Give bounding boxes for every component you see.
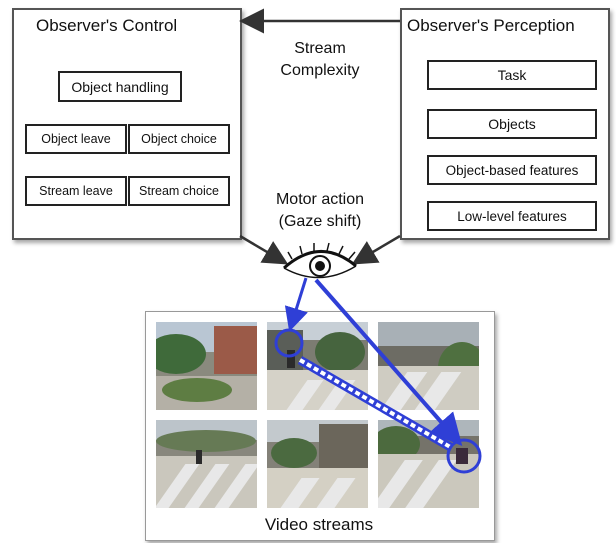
low-level-features-box: Low-level features <box>427 201 597 231</box>
observer-control-title: Observer's Control <box>36 16 178 35</box>
object-leave-box: Object leave <box>25 124 127 154</box>
motor-action-line1: Motor action <box>275 191 365 208</box>
stream-complexity-line2: Complexity <box>280 62 360 79</box>
observer-perception-title: Observer's Perception <box>407 16 575 35</box>
gaze-arrow-to-thumb-2 <box>284 277 308 332</box>
stream-leave-box: Stream leave <box>25 176 127 206</box>
video-thumb-1 <box>156 322 257 410</box>
object-handling-box: Object handling <box>58 71 182 102</box>
stream-complexity-line1: Stream <box>294 40 346 57</box>
video-thumb-4 <box>156 420 257 508</box>
video-thumb-5 <box>267 420 368 508</box>
video-streams-label: Video streams <box>264 515 374 534</box>
object-based-features-box: Object-based features <box>427 155 597 185</box>
control-to-eye-arrow <box>239 234 289 265</box>
attended-object-circle-1 <box>274 328 304 358</box>
video-thumb-3 <box>378 322 479 410</box>
stream-complexity-label: Stream Complexity <box>260 38 380 82</box>
gaze-arrow-to-thumb-6 <box>314 278 463 447</box>
stream-choice-box: Stream choice <box>128 176 230 206</box>
attended-object-circle-2 <box>446 438 482 474</box>
motor-action-label: Motor action (Gaze shift) <box>245 189 395 233</box>
objects-box: Objects <box>427 109 597 139</box>
gaze-shift-dashed-arrow <box>297 356 455 452</box>
eye-icon <box>283 242 357 279</box>
task-box: Task <box>427 60 597 90</box>
motor-action-line2: (Gaze shift) <box>278 213 362 230</box>
object-choice-box: Object choice <box>128 124 230 154</box>
perception-to-eye-arrow <box>351 234 401 265</box>
